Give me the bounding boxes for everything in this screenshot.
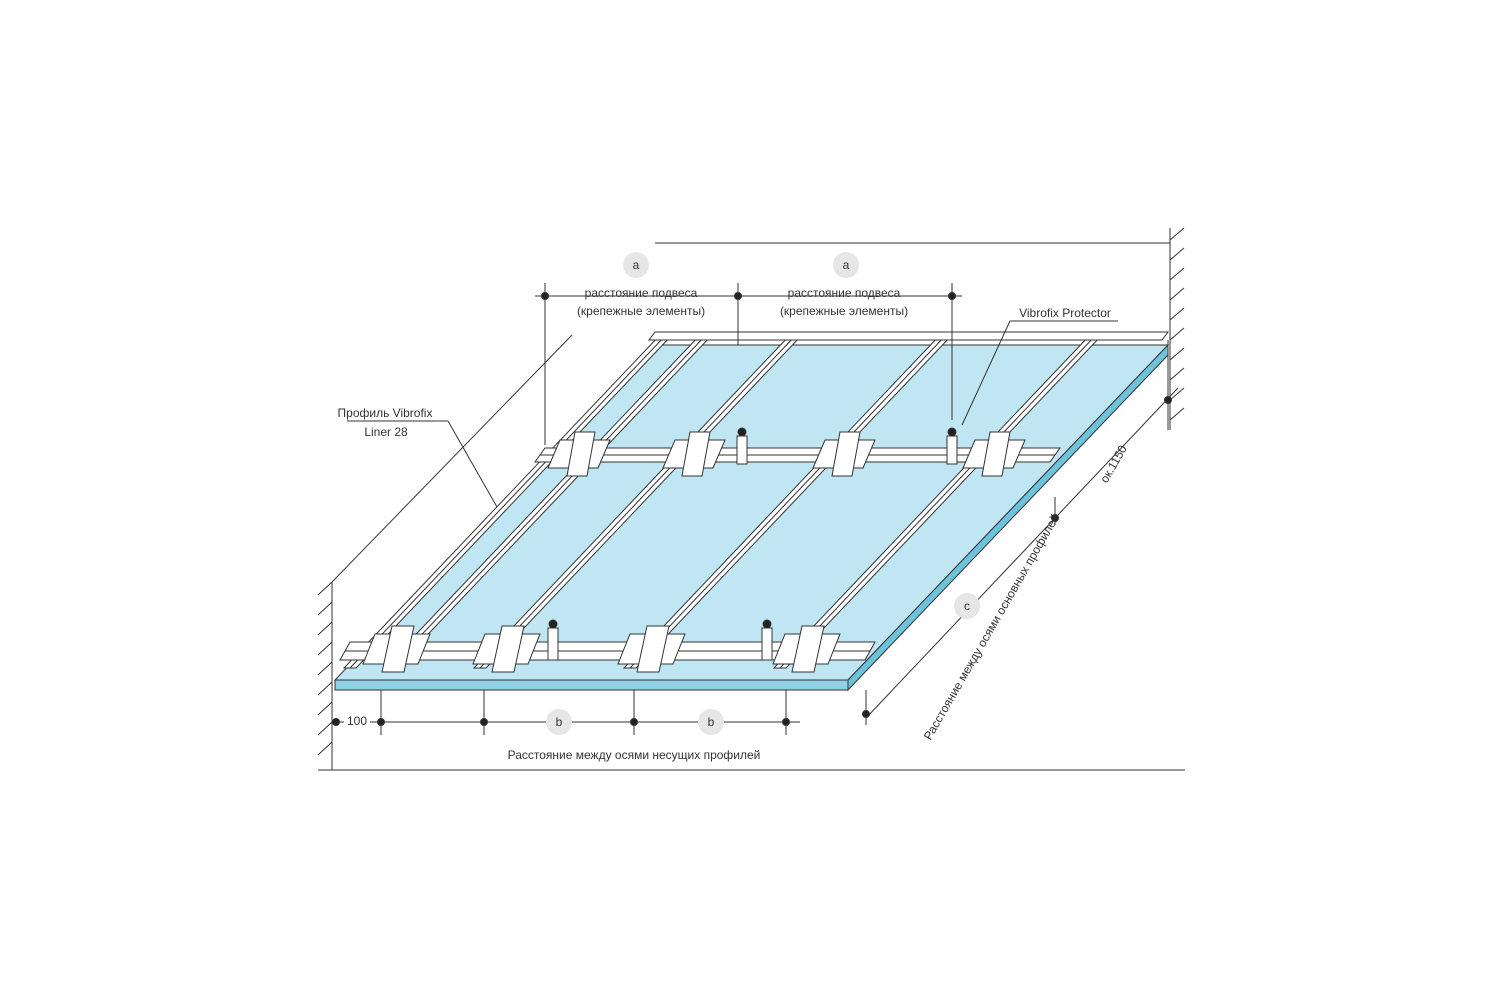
main-profiles [342,334,1104,669]
clip-mid-1 [547,431,611,477]
label-b-circle-2 [698,709,724,735]
clip-bot-4 [772,625,841,673]
label-b-1: b [556,715,563,729]
dimension-c [862,340,1179,725]
wall-left [317,334,1185,771]
profile-leader [347,420,498,508]
clip-mid-3 [812,431,876,477]
ok1150-label: ок.1150 [1097,442,1130,485]
clip-bot-2 [472,625,541,673]
label-b-circle-1 [546,709,572,735]
bearing-profile-top [648,331,1169,341]
label-c-circle [954,593,980,619]
clip-bot-1 [362,625,431,673]
edge-offset-bg [344,712,370,728]
protector-leader [961,320,1118,426]
hanger-4 [761,619,773,661]
dimension-a [535,283,962,445]
label-a-circle-2 [833,252,859,278]
bearing-spacing-label: Расстояние между осями несущих профилей [508,748,761,762]
profile-label-line1: Профиль Vibrofix [338,406,433,420]
protector-label: Vibrofix Protector [1019,306,1111,320]
hanger-3 [547,619,559,661]
hanger-label-1-line1: расстояние подвеса [585,286,698,300]
hangers [547,427,958,661]
board-edge-front [334,679,849,691]
hanger-label-2-line2: (крепежные элементы) [780,304,908,318]
clip-mid-2 [662,431,726,477]
label-b-2: b [708,715,715,729]
profile-label-line2: Liner 28 [364,425,408,439]
hanger-2 [946,427,958,465]
hanger-1 [736,427,748,465]
clips [362,431,1026,673]
bearing-profiles [339,331,1169,661]
label-c: c [964,599,970,613]
hanger-label-1-line2: (крепежные элементы) [577,304,705,318]
label-a-circle-1 [623,252,649,278]
edge-offset-label: 100 [347,714,367,728]
label-a-2: a [843,258,850,272]
clip-bot-3 [617,625,686,673]
hanger-label-2-line1: расстояние подвеса [788,286,901,300]
label-a-1: a [633,258,640,272]
clip-mid-4 [962,431,1026,477]
